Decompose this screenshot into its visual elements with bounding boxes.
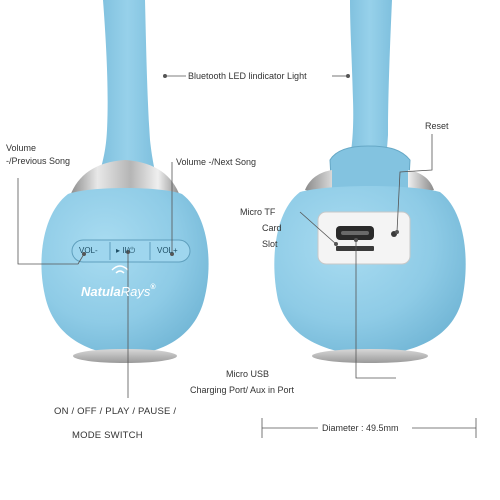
- label-diameter: Diameter : 49.5mm: [322, 423, 399, 433]
- label-onoff-1: ON / OFF / PLAY / PAUSE /: [54, 406, 177, 417]
- play-pause-button: ▸ II/⏻: [116, 246, 136, 255]
- label-micro-tf-3: Slot: [262, 239, 278, 249]
- right-speaker: [274, 0, 466, 363]
- vol-minus-button: VOL-: [79, 246, 98, 255]
- left-chrome-collar: [70, 160, 180, 196]
- label-micro-usb-2: Charging Port/ Aux in Port: [190, 385, 295, 395]
- brand-name-right: Rays: [120, 284, 151, 299]
- left-button-strip: [71, 239, 191, 263]
- label-onoff-2: MODE SWITCH: [72, 430, 143, 441]
- label-micro-usb-1: Micro USB: [226, 369, 270, 379]
- right-strap-loop: [329, 145, 411, 197]
- label-volume-prev-2: -/Previous Song: [6, 156, 71, 166]
- right-base-ring: [312, 349, 428, 363]
- left-body: [41, 188, 209, 356]
- label-volume-next: Volume -/Next Song: [176, 157, 257, 167]
- left-speaker: [41, 0, 209, 363]
- brand-wave-icon: [111, 265, 129, 274]
- right-chrome-collar: [305, 170, 434, 196]
- label-bluetooth-led: Bluetooth LED lindicator Light: [188, 71, 307, 81]
- vol-plus-button: VOL+: [157, 246, 178, 255]
- leader-lines: [17, 74, 477, 438]
- label-micro-tf-1: Micro TF: [240, 207, 276, 217]
- left-base-ring: [73, 349, 177, 363]
- right-strap: [348, 0, 392, 168]
- brand-registered-mark: ®: [150, 284, 156, 291]
- brand-logo: NatulaRays®: [81, 284, 156, 299]
- label-volume-prev-1: Volume: [6, 143, 37, 153]
- micro-tf-slot: [336, 246, 374, 251]
- left-strap: [100, 0, 155, 172]
- label-reset: Reset: [425, 121, 449, 131]
- label-micro-tf-2: Card: [262, 223, 282, 233]
- brand-name-left: Natula: [81, 284, 121, 299]
